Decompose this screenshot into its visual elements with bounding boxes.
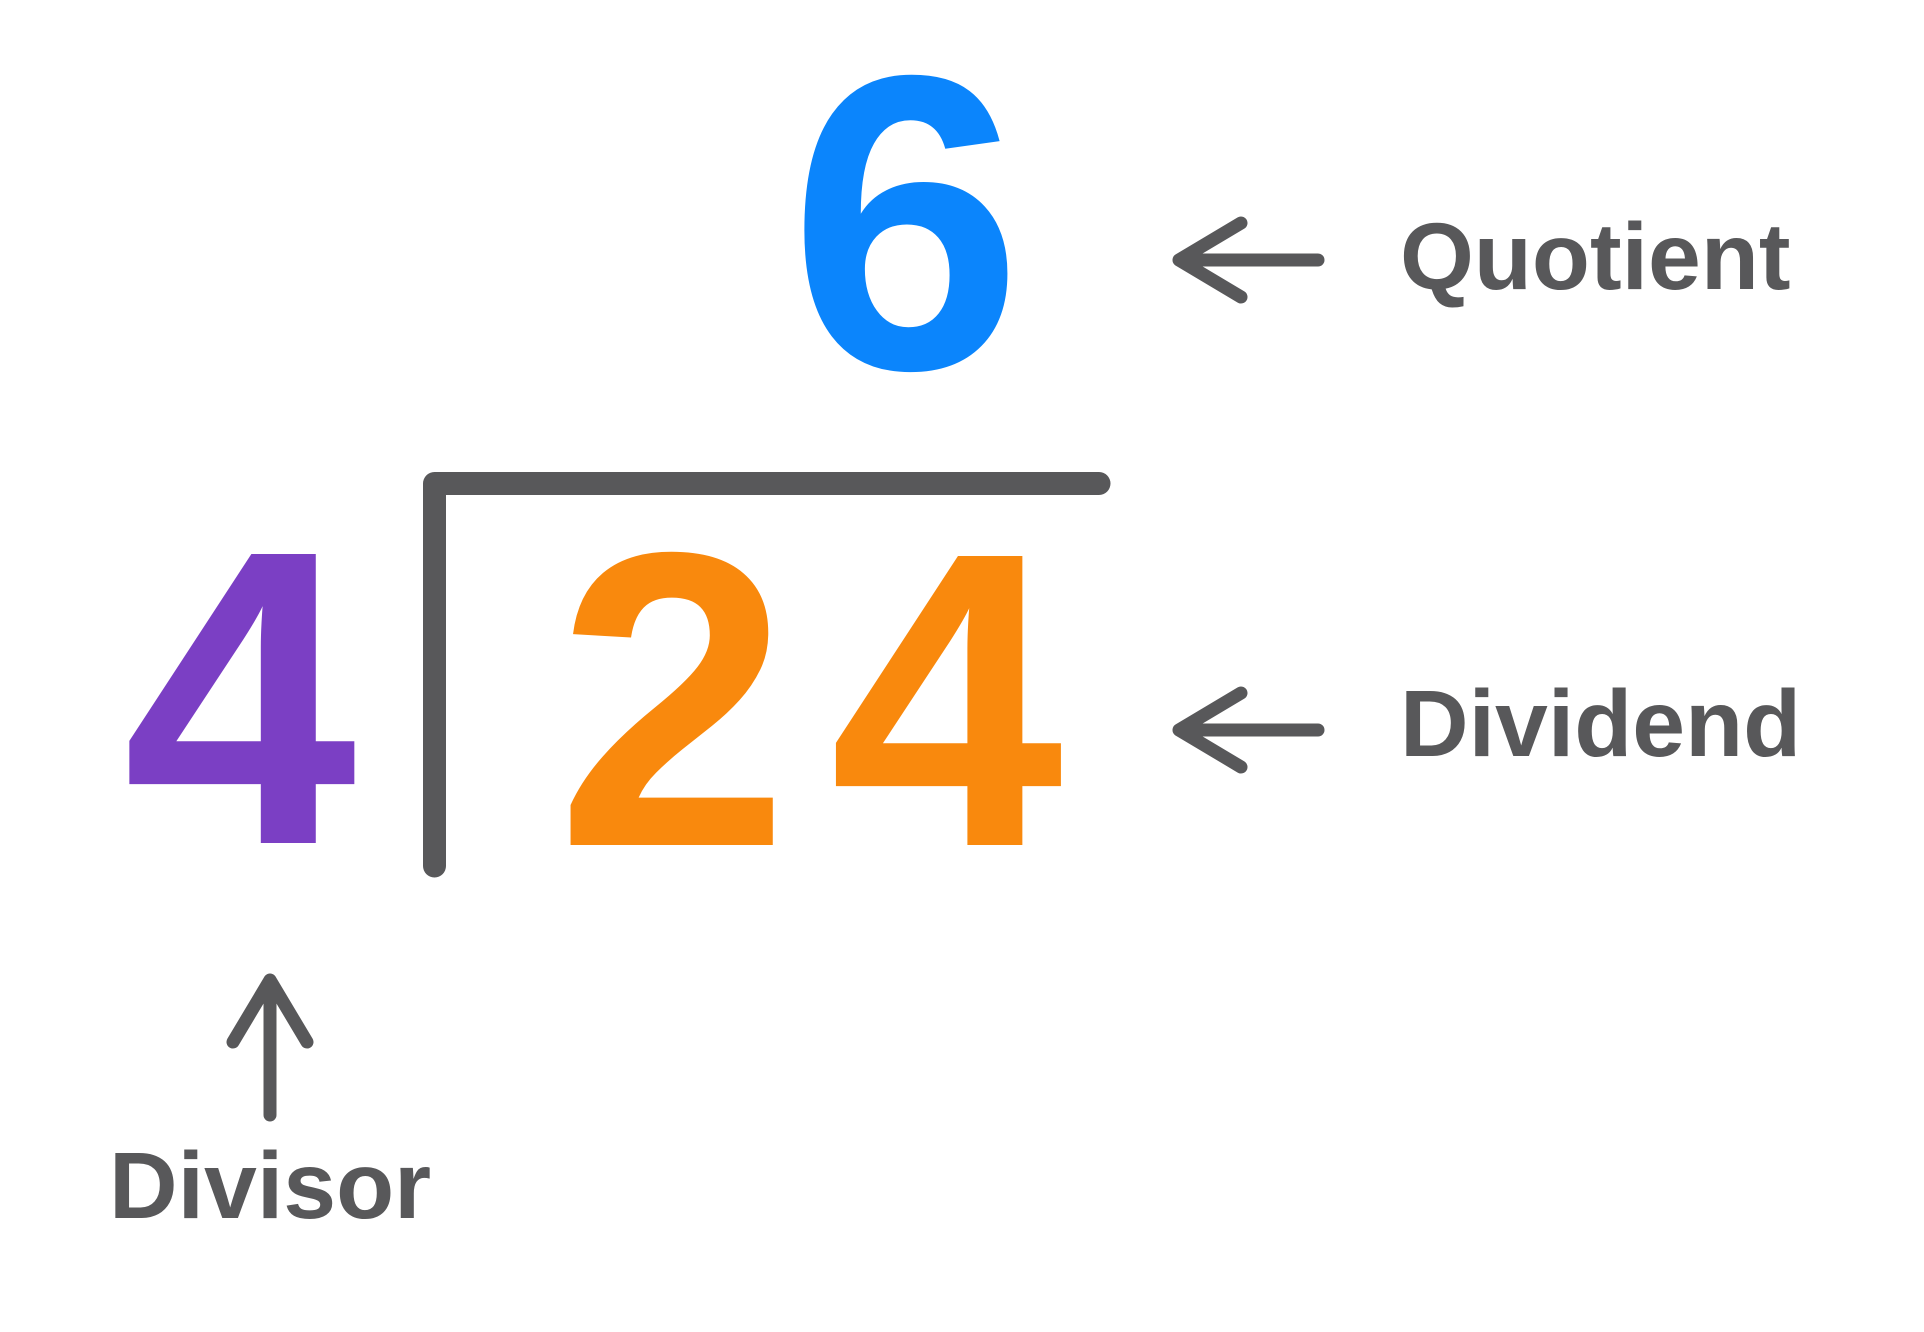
quotient-left-arrow-icon bbox=[1172, 216, 1325, 304]
division-bracket bbox=[423, 472, 1111, 878]
divisor-up-arrow-icon bbox=[226, 973, 314, 1122]
quotient-value: 6 bbox=[789, 0, 1023, 458]
quotient-label: Quotient bbox=[1400, 204, 1791, 310]
dividend-left-arrow-icon bbox=[1172, 686, 1325, 774]
dividend-label: Dividend bbox=[1400, 671, 1802, 777]
dividend-value: 24 bbox=[556, 466, 1104, 935]
divisor-label: Divisor bbox=[109, 1133, 432, 1239]
divisor-value: 4 bbox=[123, 464, 357, 933]
